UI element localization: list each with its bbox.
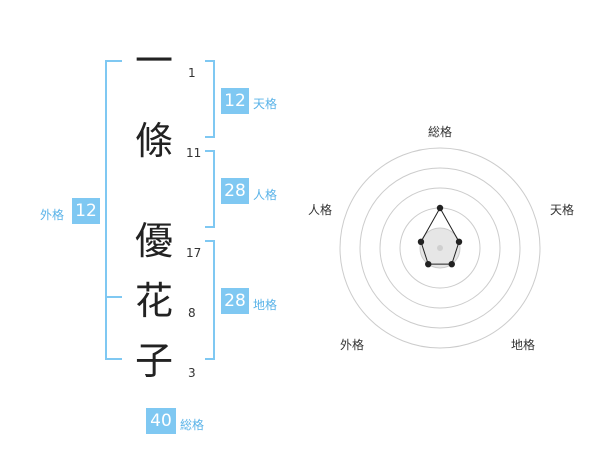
stroke-count-3: 17: [186, 246, 202, 260]
radar-label-chikaku: 地格: [511, 338, 536, 352]
tenkaku-badge: 12: [221, 88, 249, 114]
name-char-2: 條: [134, 119, 173, 163]
stroke-count-1: 1: [188, 66, 196, 80]
stroke-count-5: 3: [188, 366, 196, 380]
chikaku-badge: 28: [221, 288, 249, 314]
radar-polygon: [420, 206, 460, 265]
radar-label-jinkaku: 人格: [308, 203, 333, 217]
radar-label-gaikaku: 外格: [340, 338, 365, 352]
radar-ring-1: [419, 227, 461, 269]
jinkaku-bracket: [205, 150, 215, 228]
gaikaku-badge: 12: [72, 198, 100, 224]
name-char-5: 子: [134, 339, 173, 383]
gaikaku-divider: [105, 296, 122, 298]
radar-label-soukaku: 総格: [428, 125, 453, 139]
radar-ring-3: [379, 187, 501, 309]
stroke-count-2: 11: [186, 146, 202, 160]
radar-point-5: [417, 238, 425, 246]
stroke-count-4: 8: [188, 306, 196, 320]
jinkaku-label: 人格: [253, 188, 278, 202]
chikaku-label: 地格: [253, 298, 278, 312]
radar-point-4: [425, 260, 432, 268]
radar-ring-4: [359, 167, 521, 329]
name-char-3: 優: [134, 219, 173, 263]
tenkaku-label: 天格: [253, 97, 278, 111]
name-char-4: 花: [134, 279, 173, 323]
radar-point-2: [455, 238, 463, 246]
gaikaku-bracket: [105, 60, 122, 360]
radar-center-dot: [437, 245, 443, 251]
name-char-1: 一: [134, 39, 173, 83]
chikaku-bracket: [205, 240, 215, 360]
jinkaku-badge: 28: [221, 178, 249, 204]
radar-ring-5: [339, 147, 541, 349]
radar-label-tenkaku: 天格: [550, 203, 575, 217]
radar-point-1: [436, 204, 444, 212]
tenkaku-bracket: [205, 60, 215, 138]
soukaku-badge: 40: [146, 408, 176, 434]
radar-point-3: [448, 260, 455, 268]
soukaku-label: 総格: [180, 418, 205, 432]
gaikaku-label: 外格: [40, 208, 65, 222]
